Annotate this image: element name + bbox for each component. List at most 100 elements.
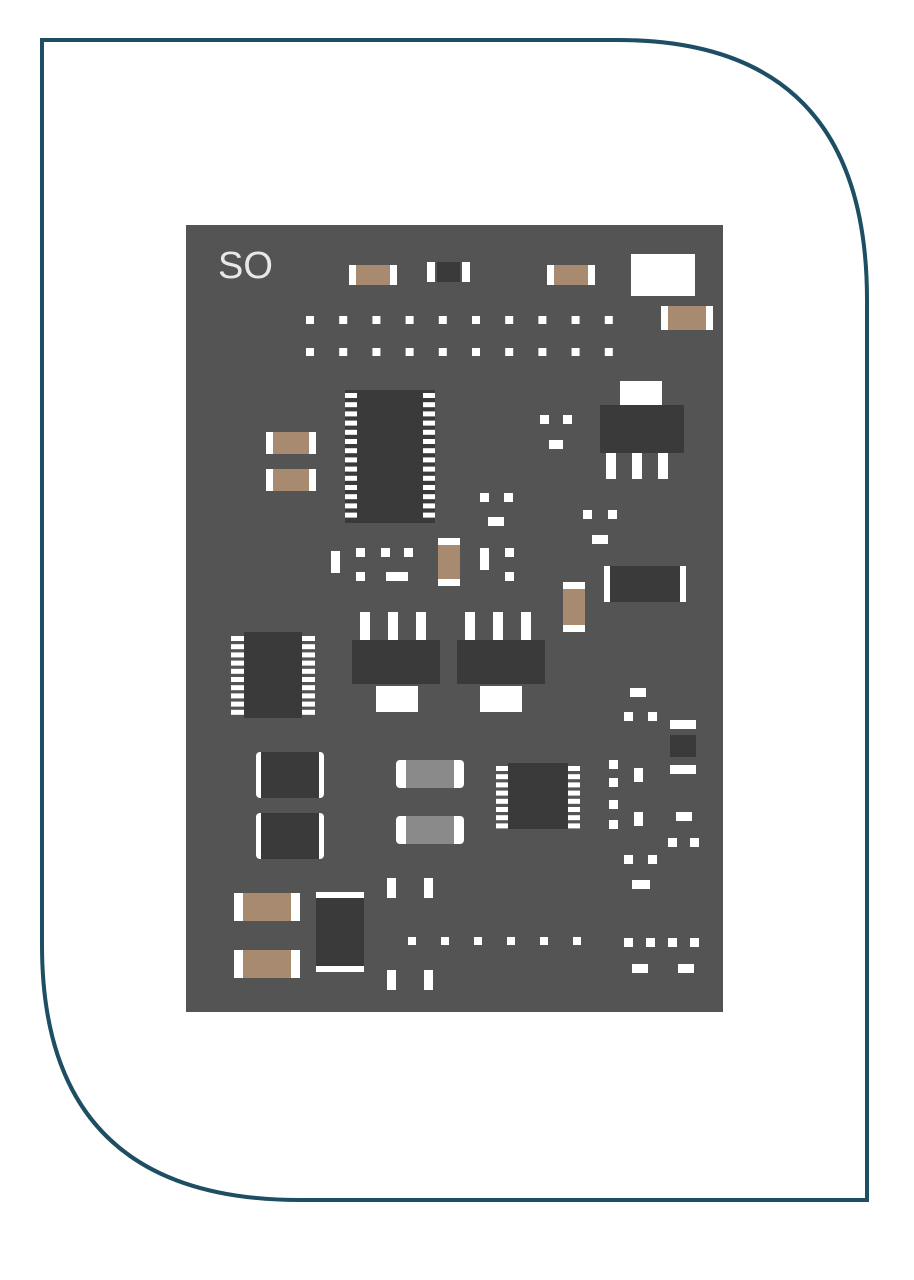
header-pad (339, 316, 348, 324)
resistor-top (427, 262, 470, 282)
ic-pin (423, 420, 435, 426)
header-pad (538, 348, 547, 356)
passives-right-cluster (609, 688, 699, 973)
transistor-sot223-left (352, 612, 440, 712)
capacitor-top-1 (349, 265, 397, 285)
ic-pin (423, 411, 435, 417)
ic-pin (568, 798, 580, 804)
ferrite-2 (396, 816, 464, 844)
ic-pin (345, 439, 357, 444)
sot23-4 (331, 548, 413, 581)
header-pad (472, 316, 480, 324)
ic-pin (496, 815, 508, 821)
capacitor-bottom-1 (234, 893, 300, 921)
ic-pin (423, 503, 435, 509)
sot23-5 (480, 548, 514, 581)
header-pad (472, 348, 480, 356)
ic-pin (568, 823, 580, 829)
ic-pin (423, 512, 435, 518)
ic-pin (231, 693, 244, 699)
ic-pin (345, 420, 357, 426)
ic-pin (302, 660, 315, 666)
header-pad (306, 348, 314, 356)
header-pad (306, 316, 314, 324)
header-pad (372, 348, 381, 356)
ic-pin (345, 402, 357, 408)
ic-pin (345, 457, 357, 463)
diode-bottom (316, 892, 364, 972)
pad-large-top-right (631, 254, 695, 296)
silkscreen-label: SO (218, 245, 273, 287)
header-pad (339, 348, 348, 356)
ic-pin (568, 782, 580, 788)
ic-pin (423, 494, 435, 500)
header-pad (505, 316, 514, 324)
ic-pin (345, 485, 357, 490)
header-pad (372, 316, 381, 324)
ic-pin (496, 823, 508, 829)
ic-pin (345, 475, 357, 481)
ic-pin (302, 709, 315, 715)
ic-pin (496, 807, 508, 812)
ic-pin (231, 701, 244, 707)
inductor-1 (256, 752, 324, 798)
ic-pin (423, 439, 435, 444)
ic-pin (302, 636, 315, 641)
transistor-sot223-right (457, 612, 545, 712)
regulator-sot223 (600, 381, 684, 479)
ic-pin (423, 402, 435, 408)
ic-pin (423, 457, 435, 463)
ic-pin (231, 668, 244, 674)
ic-pin (231, 644, 244, 650)
bottom-pad-row (408, 937, 581, 945)
header-pad (604, 348, 613, 356)
capacitor-top-2 (547, 265, 595, 285)
header-pad (405, 316, 414, 324)
ic-pin (302, 677, 315, 682)
bottom-pad (573, 937, 581, 945)
ic-pin (302, 644, 315, 650)
bottom-pad (441, 937, 449, 945)
ic-pin (231, 685, 244, 691)
ic-pin (568, 766, 580, 771)
resistor-bottom-1 (387, 878, 433, 898)
ic-pin (496, 782, 508, 788)
ic-pin (231, 636, 244, 641)
ic-pin (423, 485, 435, 490)
ic-pin (496, 766, 508, 771)
header-pad (571, 348, 580, 356)
ic-soic-upper (345, 390, 435, 523)
ic-pin (302, 693, 315, 699)
capacitor-vertical-2 (563, 582, 585, 632)
ic-soic-middle (231, 632, 315, 718)
ic-pin (231, 660, 244, 666)
sot23-3 (583, 510, 617, 544)
ic-pin (423, 429, 435, 435)
ic-pin (568, 774, 580, 780)
ic-pin (568, 807, 580, 812)
ic-pin (302, 685, 315, 691)
ic-pin (568, 790, 580, 796)
ic-soic-lower (496, 763, 580, 829)
capacitor-bottom-2 (234, 950, 300, 978)
ic-pin (345, 411, 357, 417)
header-pad (538, 316, 547, 324)
header-pad (405, 348, 414, 356)
ic-pin (496, 774, 508, 780)
ic-pin (345, 429, 357, 435)
ferrite-1 (396, 760, 464, 788)
ic-pin (423, 475, 435, 481)
ic-pin (496, 790, 508, 796)
header-pad (604, 316, 613, 324)
ic-pin (345, 512, 357, 518)
ic-pin (496, 798, 508, 804)
ic-pin (345, 503, 357, 509)
ic-pin (568, 815, 580, 821)
capacitor-left-1 (266, 432, 316, 454)
bottom-pad (540, 937, 548, 945)
ic-pin (231, 677, 244, 682)
capacitor-left-2 (266, 469, 316, 491)
ic-pin (423, 466, 435, 472)
bottom-pad (507, 937, 515, 945)
